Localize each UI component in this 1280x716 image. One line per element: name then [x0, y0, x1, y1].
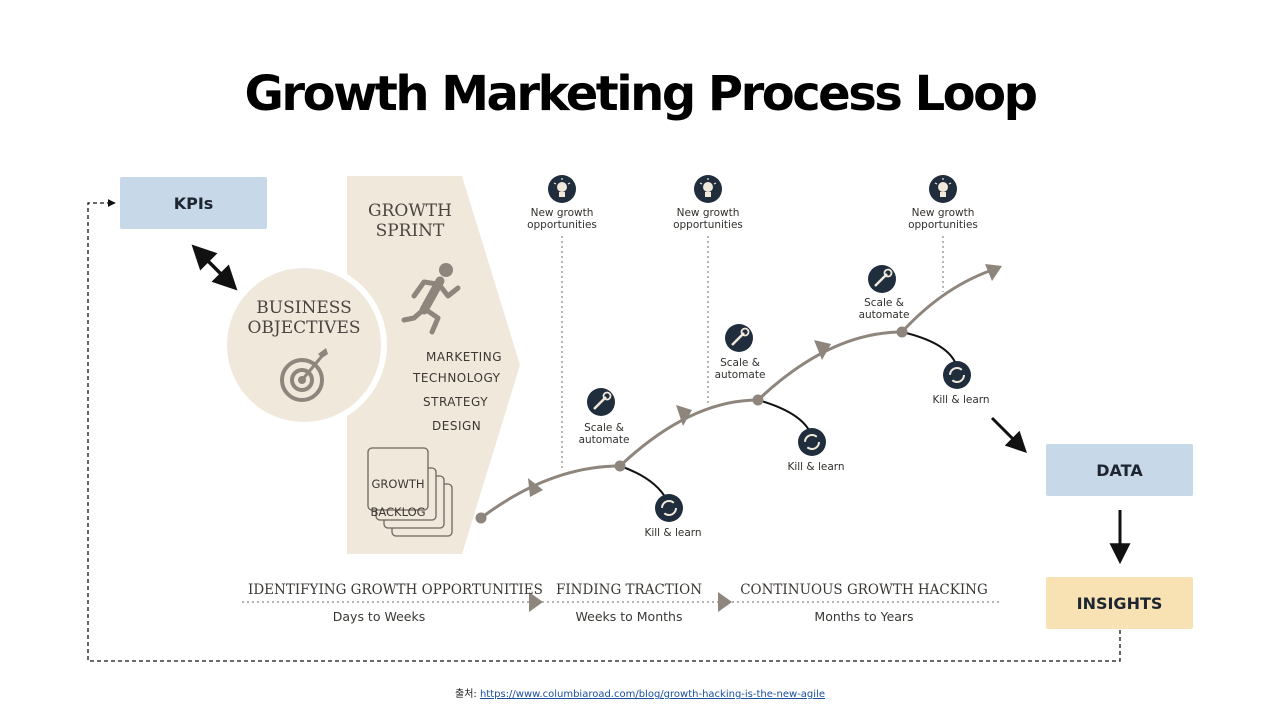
phase-timeline [242, 592, 1002, 612]
business-objectives-line2: OBJECTIVES [247, 318, 361, 338]
wrench-icon-2 [725, 324, 753, 352]
source-citation: 출처: https://www.columbiaroad.com/blog/gr… [0, 685, 1280, 700]
to-data-arrow [990, 416, 1027, 453]
scale-label-3: Scale & automate [858, 297, 910, 321]
growth-curve [480, 266, 999, 520]
sprint-item-technology: TECHNOLOGY [413, 371, 501, 385]
curve-direction-arrows [528, 340, 831, 497]
wrench-icon-1 [587, 388, 615, 416]
phase-duration-1: Days to Weeks [332, 609, 426, 624]
growth-backlog-line1: GROWTH [371, 477, 425, 491]
growth-backlog-line2: BACKLOG [370, 505, 426, 519]
new-growth-label-2: New growth opportunities [673, 207, 743, 231]
sprint-item-marketing: MARKETING [426, 350, 502, 364]
phase-duration-2: Weeks to Months [575, 609, 683, 624]
new-growth-label-1: New growth opportunities [527, 207, 597, 231]
bulb-icon-1 [548, 175, 576, 203]
new-growth-label-3: New growth opportunities [908, 207, 978, 231]
scale-label-2: Scale & automate [714, 357, 766, 381]
curve-nodes [475, 326, 908, 524]
refresh-icon-2 [798, 428, 826, 456]
kpi-objectives-arrow [191, 244, 238, 291]
insights-box: INSIGHTS [1046, 577, 1193, 629]
bulb-icon-2 [694, 175, 722, 203]
source-prefix: 출처: [455, 689, 480, 700]
source-link[interactable]: https://www.columbiaroad.com/blog/growth… [479, 689, 825, 700]
kpis-box: KPIs [120, 177, 267, 229]
phase-name-1: IDENTIFYING GROWTH OPPORTUNITIES [248, 582, 543, 598]
kill-branches [619, 331, 956, 501]
sprint-item-strategy: STRATEGY [423, 395, 489, 409]
growth-sprint-label: GROWTH SPRINT [358, 201, 462, 241]
sprint-item-design: DESIGN [432, 419, 482, 433]
growth-backlog-label: GROWTH BACKLOG [362, 463, 434, 533]
page-title: Growth Marketing Process Loop [244, 66, 1038, 122]
growth-sprint-line1: GROWTH [368, 201, 452, 221]
business-objectives-line1: BUSINESS [256, 298, 352, 318]
business-objectives-label: BUSINESS OBJECTIVES [224, 298, 384, 338]
opportunity-dotted-lines [561, 236, 944, 470]
data-box: DATA [1046, 444, 1193, 496]
kill-label-2: Kill & learn [787, 461, 845, 473]
scale-label-1: Scale & automate [578, 422, 630, 446]
business-objectives-circle [221, 262, 387, 428]
runner-icon [401, 263, 461, 335]
growth-sprint-line2: SPRINT [375, 221, 445, 241]
refresh-icon-1 [655, 494, 683, 522]
refresh-icon-3 [943, 361, 971, 389]
target-icon [280, 348, 328, 402]
phase-duration-3: Months to Years [814, 609, 914, 624]
phase-name-3: CONTINUOUS GROWTH HACKING [740, 582, 988, 598]
kill-label-1: Kill & learn [644, 527, 702, 539]
feedback-loop-dashed [87, 199, 1121, 662]
kill-label-3: Kill & learn [932, 394, 990, 406]
wrench-icon-3 [868, 265, 896, 293]
bulb-icon-3 [929, 175, 957, 203]
growth-curve-end-arrow [985, 264, 1002, 281]
phase-name-2: FINDING TRACTION [555, 582, 703, 598]
growth-backlog-stack [367, 447, 453, 537]
